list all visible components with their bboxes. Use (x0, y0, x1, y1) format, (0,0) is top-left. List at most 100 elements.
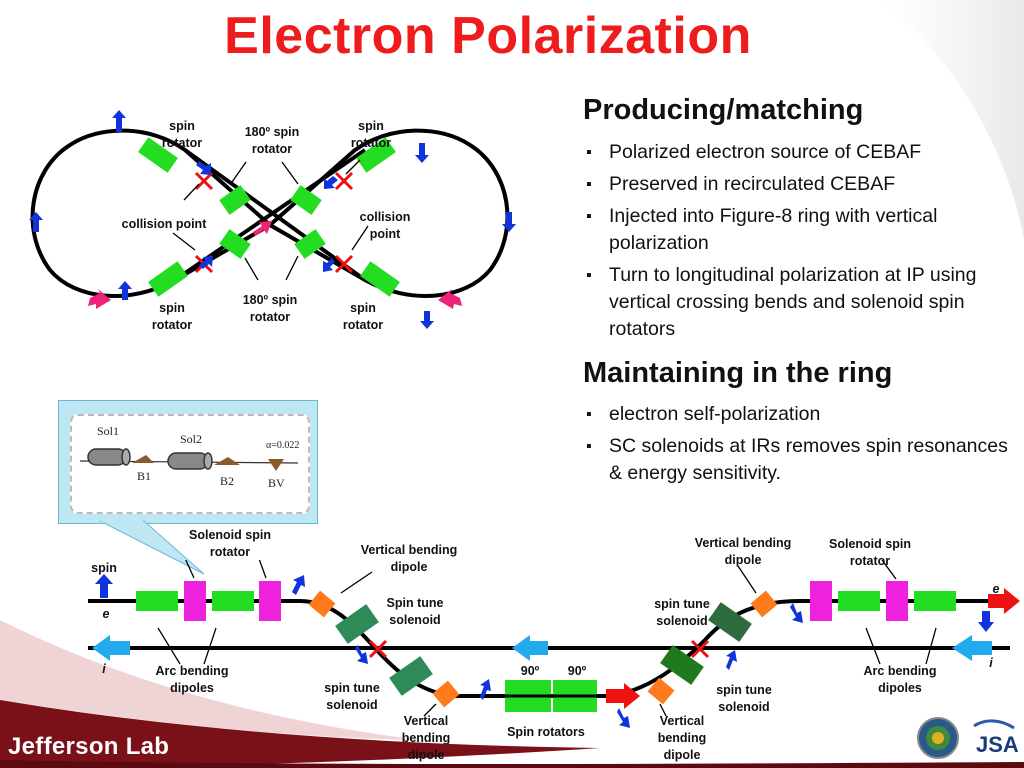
inset-label-b2: B2 (220, 474, 235, 488)
bullet-item: SC solenoids at IRs removes spin resonan… (583, 433, 1013, 487)
spin-tune-solenoid (660, 645, 704, 685)
vertical-bend-bv (268, 459, 284, 471)
spin-tune-solenoid (335, 604, 379, 644)
electron-direction-arrow (606, 683, 640, 709)
label-ion-right: i (989, 656, 993, 670)
label-spin: spin (91, 561, 117, 575)
solenoid-cylinder-sol2 (167, 452, 213, 470)
collision-point-marker-tr (334, 171, 354, 191)
label-solenoid-spin-rotator-left: Solenoid spin rotator (189, 528, 271, 559)
label-spin-rotator-tl: spin rotator (161, 119, 203, 150)
collision-point-marker (368, 639, 388, 659)
label-spin-tune-solenoid-tl: Spin tune solenoid (386, 596, 444, 627)
spin-rotator-tl (138, 137, 178, 173)
bullet-list-maintaining: electron self-polarization SC solenoids … (583, 401, 1013, 492)
vertical-bending-dipole (647, 677, 675, 705)
spin-tilted-arrow (196, 161, 211, 175)
rotator-180-b (290, 185, 322, 215)
label-vertical-bending-dipole-tr: Vertical bending dipole (694, 536, 792, 567)
spin-tilted-arrow (324, 176, 338, 189)
spin-tilted-arrow (199, 256, 213, 269)
spin-down-arrow (415, 143, 429, 163)
spin-tilted-arrow (726, 650, 737, 670)
ion-direction-arrow (512, 635, 548, 661)
solenoid-spin-rotator (184, 581, 206, 621)
spin-tilted-arrow (292, 575, 305, 595)
spin-tilted-arrow (480, 679, 491, 700)
spin-down-arrow (978, 611, 994, 632)
ring-crossing-b (183, 148, 367, 282)
beam-direction-arrow (88, 289, 111, 309)
vertical-bending-dipole (750, 590, 778, 618)
solenoid-spin-rotator (810, 581, 832, 621)
spin-tilted-arrow (355, 645, 368, 664)
collision-point-marker-br (334, 254, 354, 274)
spin-tune-solenoid (389, 656, 433, 696)
electron-direction-arrow (988, 588, 1020, 614)
ion-direction-arrow (952, 635, 992, 661)
rotator-180-a (219, 185, 251, 215)
inset-label-sol1: Sol1 (97, 424, 120, 438)
solenoid-spin-rotator (259, 581, 281, 621)
bullet-item: Injected into Figure-8 ring with vertica… (583, 203, 1013, 257)
collision-point-marker (690, 639, 710, 659)
ring-left-loop (30, 128, 274, 298)
inset-label-sol2: Sol2 (180, 432, 203, 446)
inset-solenoid-sketch (79, 448, 299, 471)
label-collision-point-left: collision point (121, 217, 207, 231)
spin-down-arrow (502, 212, 516, 232)
label-spin-rotator-br: spin rotator (342, 301, 384, 332)
bullet-item: Preserved in recirculated CEBAF (583, 171, 1013, 198)
section-heading-maintaining: Maintaining in the ring (583, 357, 893, 389)
rotator-180-c (219, 229, 251, 259)
label-spin-tune-solenoid-bl: spin tune solenoid (324, 681, 380, 712)
label-ion-left: i (102, 662, 106, 676)
spin-tune-solenoid (708, 602, 752, 642)
label-spin-tune-solenoid-tr: spin tune solenoid (654, 597, 710, 628)
label-electron-left: e (102, 607, 110, 621)
spin-down-arrow (420, 311, 434, 329)
label-spin-rotator-tr: spin rotator (350, 119, 392, 150)
label-ninety-2: 90º (567, 664, 587, 678)
inset-label-bv: BV (268, 476, 285, 490)
label-vertical-bending-dipole-br: Vertical bending dipole (657, 714, 707, 762)
spin-tilted-arrow (323, 258, 335, 272)
solenoid-spin-rotator (886, 581, 908, 621)
figure8-ring-diagram (29, 110, 516, 329)
svg-text:JSA: JSA (976, 732, 1019, 757)
inset-callout-pointer (100, 520, 205, 575)
jsa-logo-icon: JSA (968, 718, 1020, 760)
label-collision-point-right: collision point (359, 210, 411, 241)
vertical-bending-dipole (308, 590, 336, 618)
label-electron-right: e (992, 582, 1000, 596)
label-solenoid-spin-rotator-right: Solenoid spin rotator (829, 537, 911, 568)
label-vertical-bending-dipole-tl: Vertical bending dipole (360, 543, 458, 574)
label-arc-bending-dipoles-left: Arc bending dipoles (155, 664, 229, 695)
vertical-bending-dipole (432, 680, 460, 708)
beam-direction-arrow (253, 221, 272, 236)
ir-beamline-diagram (88, 560, 1020, 728)
slide-title: Electron Polarization (224, 7, 752, 65)
jefferson-lab-logo: Jefferson Lab (8, 733, 170, 760)
inset-label-b1: B1 (137, 469, 152, 483)
bullet-item: Turn to longitudinal polarization at IP … (583, 262, 1013, 343)
label-vertical-bending-dipole-bl: Vertical bending dipole (401, 714, 451, 762)
arc-bending-dipole (212, 591, 254, 611)
collision-point-marker-tl (194, 171, 214, 191)
bend-magnet-b1 (132, 455, 154, 463)
ion-direction-arrow (92, 635, 130, 661)
bend-magnet-b2 (214, 457, 240, 465)
bullet-item: electron self-polarization (583, 401, 1013, 428)
beam-direction-arrow (438, 289, 462, 309)
spin-up-arrow (112, 110, 126, 132)
solenoid-cylinder-sol1 (87, 448, 131, 466)
spin-rotator-bl (148, 261, 188, 297)
label-180-rotator-top: 180º spin rotator (244, 125, 300, 156)
bullet-item: Polarized electron source of CEBAF (583, 139, 1013, 166)
rotator-180-d (294, 229, 326, 259)
label-arc-bending-dipoles-right: Arc bending dipoles (863, 664, 937, 695)
arc-bending-dipole (914, 591, 956, 611)
section-heading-producing: Producing/matching (583, 94, 864, 126)
spin-up-arrow (118, 281, 132, 300)
